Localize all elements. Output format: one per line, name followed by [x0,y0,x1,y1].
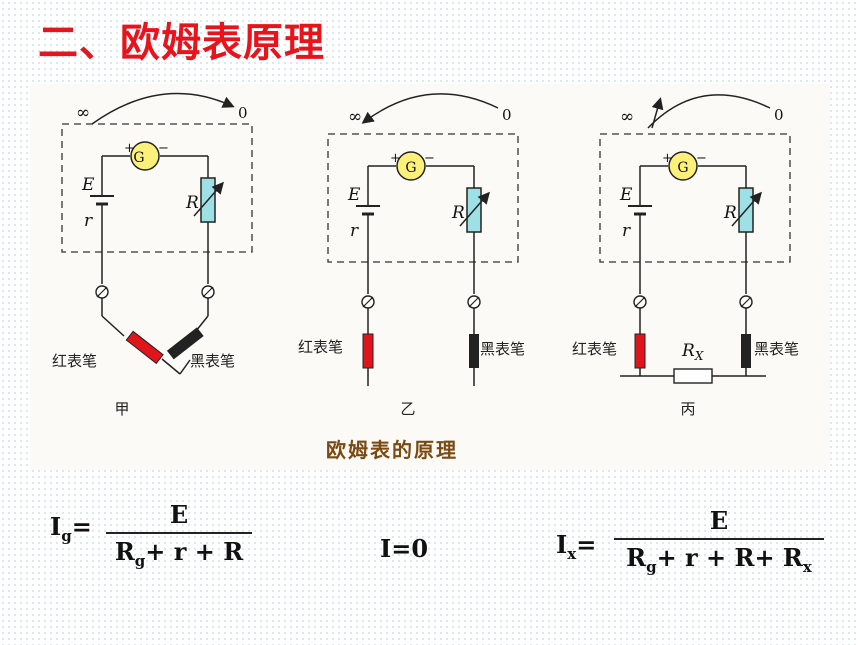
ohmmeter-circuits-svg: ∞ 0 G + − E r R ∞ 0 G + − E r R ∞ 0 G + … [52,92,799,418]
internal-r-label: r [84,211,93,231]
plus-label: + [662,151,673,166]
formula-ig-lhs: Ig= [50,512,92,545]
galvanometer-label: G [405,160,416,176]
emf-label: E [347,185,361,205]
formula-ix-fraction: E Rg+ r + R+ Rx [614,506,824,576]
formula-ig-numerator: E [169,500,189,529]
red-probe-label: 红表笔 [52,352,97,370]
infinity-label: ∞ [348,107,362,127]
red-probe-label: 红表笔 [298,338,343,356]
fraction-bar [614,538,824,540]
internal-r-label: r [622,221,631,241]
formula-ig-fraction: E Rg+ r + R [106,500,252,570]
zero-label: 0 [502,106,512,124]
zero-label: 0 [774,106,784,124]
infinity-label: ∞ [76,103,90,123]
panel-yi [328,93,518,386]
internal-r-label: r [350,221,359,241]
zero-label: 0 [238,104,248,122]
panel-jia [62,92,252,375]
formula-ig-denominator: Rg+ r + R [114,537,244,570]
panel-bing [600,94,790,384]
minus-label: − [696,151,707,166]
emf-label: E [619,185,633,205]
panel-label: 丙 [680,400,695,418]
page-title: 二、欧姆表原理 [38,20,325,66]
black-probe-label: 黑表笔 [190,352,235,370]
panel-label: 甲 [114,400,129,418]
ohmmeter-figure: ∞ 0 G + − E r R ∞ 0 G + − E r R ∞ 0 G + … [30,84,830,470]
fraction-bar [106,532,252,534]
panel-label: 乙 [400,400,415,418]
minus-label: − [424,151,435,166]
formula-i-zero: I=0 [380,534,429,563]
rx-label: RX [681,341,704,363]
rheostat-label: R [185,193,199,213]
formula-ix-numerator: E [709,506,729,535]
galvanometer-label: G [677,160,688,176]
red-probe-label: 红表笔 [572,340,617,358]
minus-label: − [158,141,169,156]
galvanometer-label: G [133,150,144,166]
black-probe-label: 黑表笔 [754,340,799,358]
plus-label: + [124,141,135,156]
infinity-label: ∞ [620,107,634,127]
emf-label: E [81,175,95,195]
figure-caption: 欧姆表的原理 [326,438,458,462]
black-probe-label: 黑表笔 [480,340,525,358]
plus-label: + [390,151,401,166]
rheostat-label: R [723,203,737,223]
rheostat-label: R [451,203,465,223]
formula-ix-lhs: Ix= [556,530,597,563]
formula-ix-denominator: Rg+ r + R+ Rx [626,543,812,576]
